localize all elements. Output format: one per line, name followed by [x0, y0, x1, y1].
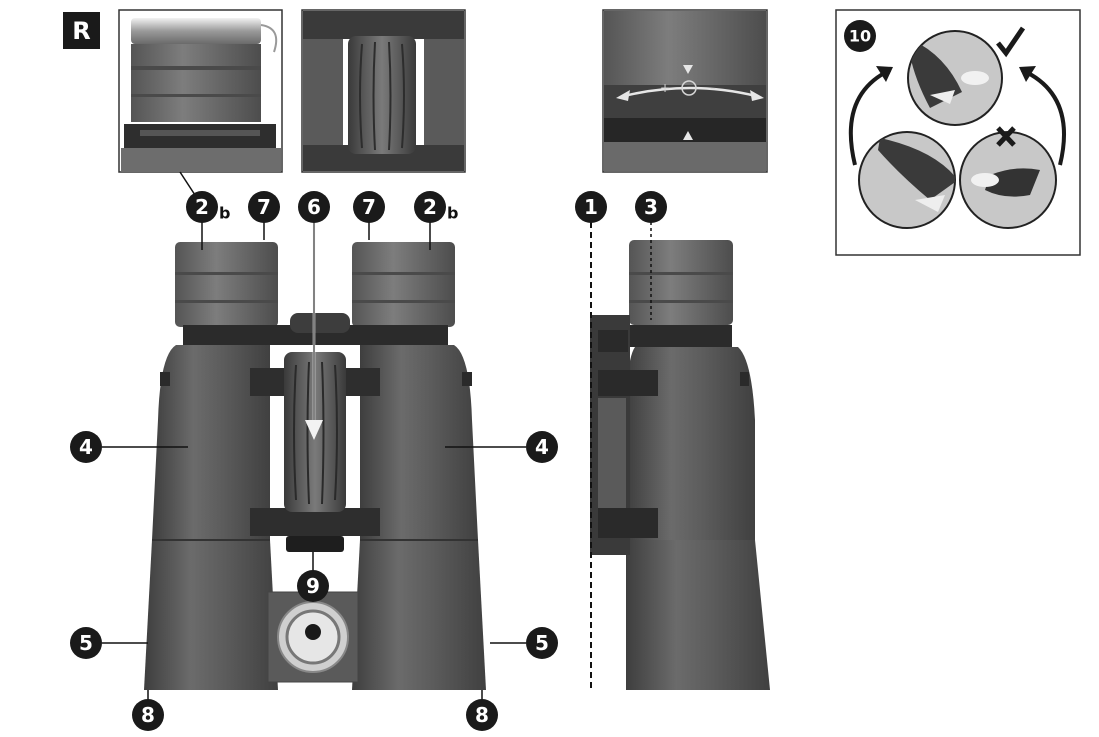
svg-text:7: 7: [362, 195, 376, 219]
svg-text:b: b: [447, 204, 458, 223]
svg-text:b: b: [219, 204, 230, 223]
callout-7-left: 7: [248, 191, 280, 223]
svg-text:5: 5: [79, 631, 93, 655]
svg-text:3: 3: [644, 195, 658, 219]
callout-3: 3: [635, 191, 667, 223]
callout-5-right: 5: [526, 627, 558, 659]
binoculars-side-view: [590, 240, 770, 690]
callout-5-left: 5: [70, 627, 102, 659]
callout-7-right: 7: [353, 191, 385, 223]
svg-text:+: +: [660, 81, 670, 95]
callout-6: 6: [298, 191, 330, 223]
svg-text:–: –: [710, 81, 716, 95]
svg-text:5: 5: [535, 631, 549, 655]
callout-8-left: 8: [132, 699, 164, 731]
callout-9: 9: [297, 570, 329, 602]
inset-image-alignment: [835, 9, 1081, 256]
callout-4-left: 4: [70, 431, 102, 463]
svg-text:7: 7: [257, 195, 271, 219]
svg-text:8: 8: [141, 703, 155, 727]
callout-1: 1: [575, 191, 607, 223]
inset-focus-wheel: [301, 9, 466, 173]
callout-8-right: 8: [466, 699, 498, 731]
figure-badge: R: [63, 12, 100, 49]
inset-diopter: + –: [602, 9, 768, 173]
svg-text:2: 2: [423, 195, 437, 219]
svg-text:6: 6: [307, 195, 321, 219]
cross-icon: [996, 126, 1016, 147]
svg-text:8: 8: [475, 703, 489, 727]
check-icon: [996, 26, 1026, 58]
svg-text:4: 4: [535, 435, 549, 459]
svg-text:2: 2: [195, 195, 209, 219]
binoculars-front-view: [144, 242, 486, 690]
svg-text:9: 9: [306, 574, 320, 598]
callout-4-right: 4: [526, 431, 558, 463]
callout-2b-right: 2 b: [414, 191, 458, 223]
svg-text:1: 1: [584, 195, 598, 219]
svg-text:4: 4: [79, 435, 93, 459]
focus-direction-arrow: [305, 222, 323, 440]
leader-lines: [102, 171, 652, 700]
callout-10: 10: [844, 20, 876, 52]
figure-badge-label: R: [72, 17, 90, 45]
callout-2b-left: 2 b: [186, 191, 230, 223]
inset-eyecup: [118, 9, 283, 173]
svg-text:10: 10: [849, 27, 871, 46]
